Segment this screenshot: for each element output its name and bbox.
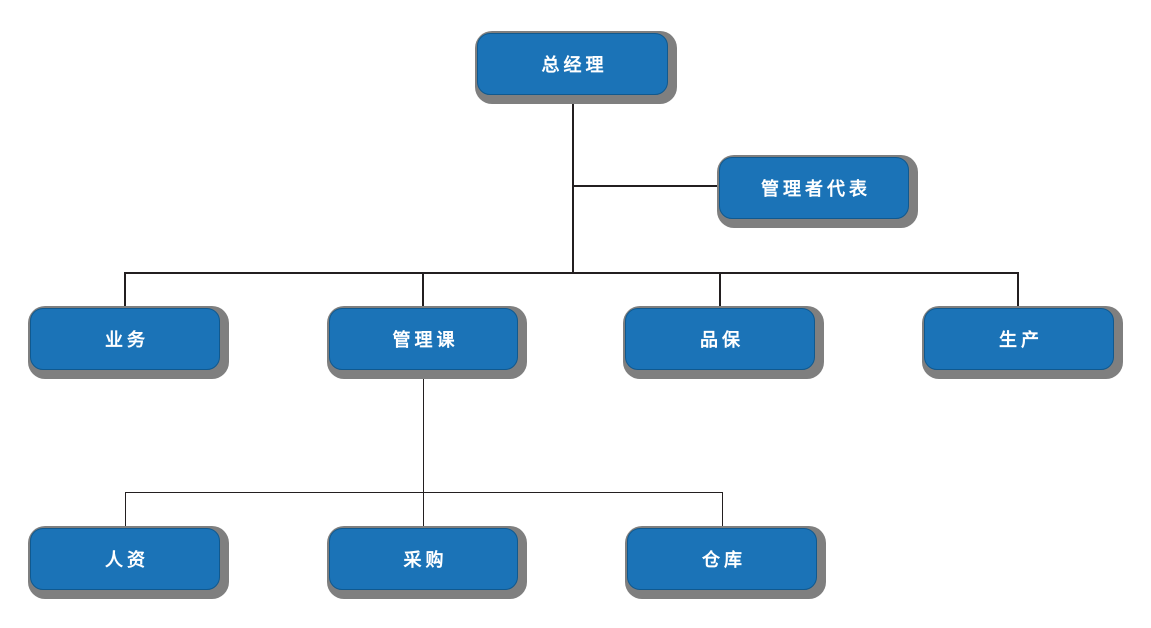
node-management-rep: 管理者代表	[717, 155, 918, 228]
node-box: 总经理	[477, 33, 668, 95]
node-label: 人资	[105, 550, 149, 570]
node-label: 管理者代表	[761, 179, 871, 199]
connector-level2-bar	[124, 272, 1019, 274]
connector-trunk-vertical	[572, 94, 574, 274]
node-production: 生产	[922, 306, 1123, 379]
node-management-section: 管理课	[327, 306, 527, 379]
node-box: 管理者代表	[719, 157, 909, 219]
connector-drop-quality-assurance	[719, 274, 721, 308]
connector-drop-business	[124, 272, 126, 308]
connector-drop-production	[1017, 272, 1019, 308]
node-box: 生产	[924, 308, 1114, 370]
node-purchasing: 采购	[327, 526, 527, 599]
node-label: 品保	[700, 330, 744, 350]
node-label: 总经理	[541, 55, 608, 75]
node-box: 采购	[329, 528, 518, 590]
connector-management-section-vertical	[423, 370, 424, 528]
node-label: 仓库	[702, 550, 746, 570]
node-quality-assurance: 品保	[623, 306, 824, 379]
node-box: 管理课	[329, 308, 518, 370]
connector-drop-management-section	[422, 274, 424, 308]
node-general-manager: 总经理	[475, 31, 677, 104]
node-box: 仓库	[627, 528, 817, 590]
node-business: 业务	[28, 306, 229, 379]
node-warehouse: 仓库	[625, 526, 826, 599]
node-label: 生产	[999, 330, 1043, 350]
node-label: 管理课	[392, 330, 459, 350]
node-label: 采购	[403, 550, 448, 570]
node-box: 品保	[625, 308, 815, 370]
connector-level3-bar	[125, 492, 723, 493]
node-box: 人资	[30, 528, 220, 590]
node-box: 业务	[30, 308, 220, 370]
connector-drop-human-resources	[125, 492, 126, 528]
node-human-resources: 人资	[28, 526, 229, 599]
connector-drop-warehouse	[722, 492, 723, 528]
connector-to-management-rep	[573, 185, 719, 187]
node-label: 业务	[105, 330, 149, 350]
